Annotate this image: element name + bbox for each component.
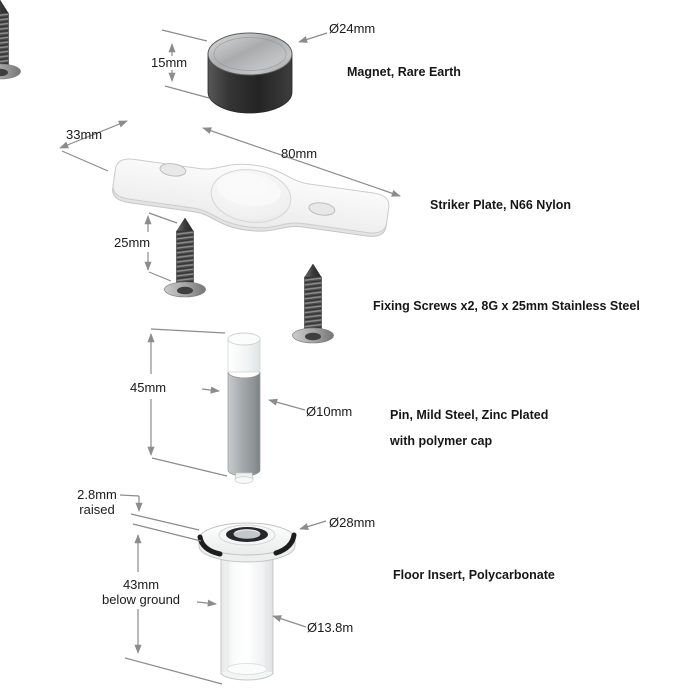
label-plate-width: 33mm [66,127,102,142]
screw-2 [292,263,334,344]
screw-1 [164,217,206,298]
label-magnet-height: 15mm [151,55,187,70]
screw-illustration [0,0,21,80]
insert-tube-bottom-inner [226,663,268,675]
pin-pointer-arrow [201,386,220,394]
magnet-top-face [207,32,293,76]
label-insert-raised-value: 2.8mm [77,487,117,502]
label-pin-diameter: Ø10mm [306,404,352,419]
pin-tip-bottom [234,476,254,484]
dim-insert-depth: 43mm below ground [102,534,223,685]
dim-insert-raised: 2.8mm raised [77,487,202,542]
label-insert-depth-value: 43mm [123,577,159,592]
floor-insert-illustration [197,522,297,681]
leader-insert-tube-diameter: Ø13.8m [272,615,353,635]
striker-plate-illustration [112,158,390,237]
leader-magnet-diameter: Ø24mm [298,21,375,43]
insert-chrome-right [273,532,297,556]
insert-hole-center [233,529,261,539]
label-screws-name: Fixing Screws x2, 8G x 25mm Stainless St… [373,299,640,313]
magnet-top-ring [213,37,287,71]
label-insert-raised-word: raised [79,502,114,517]
insert-tube-pointer-arrow [196,599,217,607]
label-insert-depth-words: below ground [102,592,180,607]
label-pin-length: 45mm [130,380,166,395]
plate-hole-left [159,163,187,177]
label-plate-length: 80mm [281,146,317,161]
label-screw-length: 25mm [114,235,150,250]
pin-illustration [227,332,261,484]
dim-magnet-height: 15mm [151,29,210,99]
dim-screw-length: 25mm [114,212,178,282]
leader-pin-diameter: Ø10mm [268,398,352,419]
insert-hole-highlight [234,529,260,534]
dim-plate-length: 80mm [202,127,401,197]
label-pin-name-line2: with polymer cap [389,434,492,448]
label-insert-flange-diameter: Ø28mm [329,515,375,530]
label-insert-tube-diameter: Ø13.8m [307,620,353,635]
leader-insert-flange-diameter: Ø28mm [299,515,375,530]
plate-hole-right [308,202,336,216]
label-insert-name: Floor Insert, Polycarbonate [393,568,555,582]
dim-pin-length: 45mm [130,328,228,477]
label-magnet-diameter: Ø24mm [329,21,375,36]
pin-body [227,371,261,477]
insert-chrome-left [197,534,223,557]
insert-tube [220,547,274,675]
label-plate-name: Striker Plate, N66 Nylon [430,198,571,212]
insert-tube-bottom [220,671,274,681]
pin-cap-top [227,332,261,346]
magnet-illustration [207,32,293,114]
label-pin-name-line1: Pin, Mild Steel, Zinc Plated [390,408,548,422]
dim-plate-width: 33mm [59,120,128,172]
label-magnet-name: Magnet, Rare Earth [347,65,461,79]
